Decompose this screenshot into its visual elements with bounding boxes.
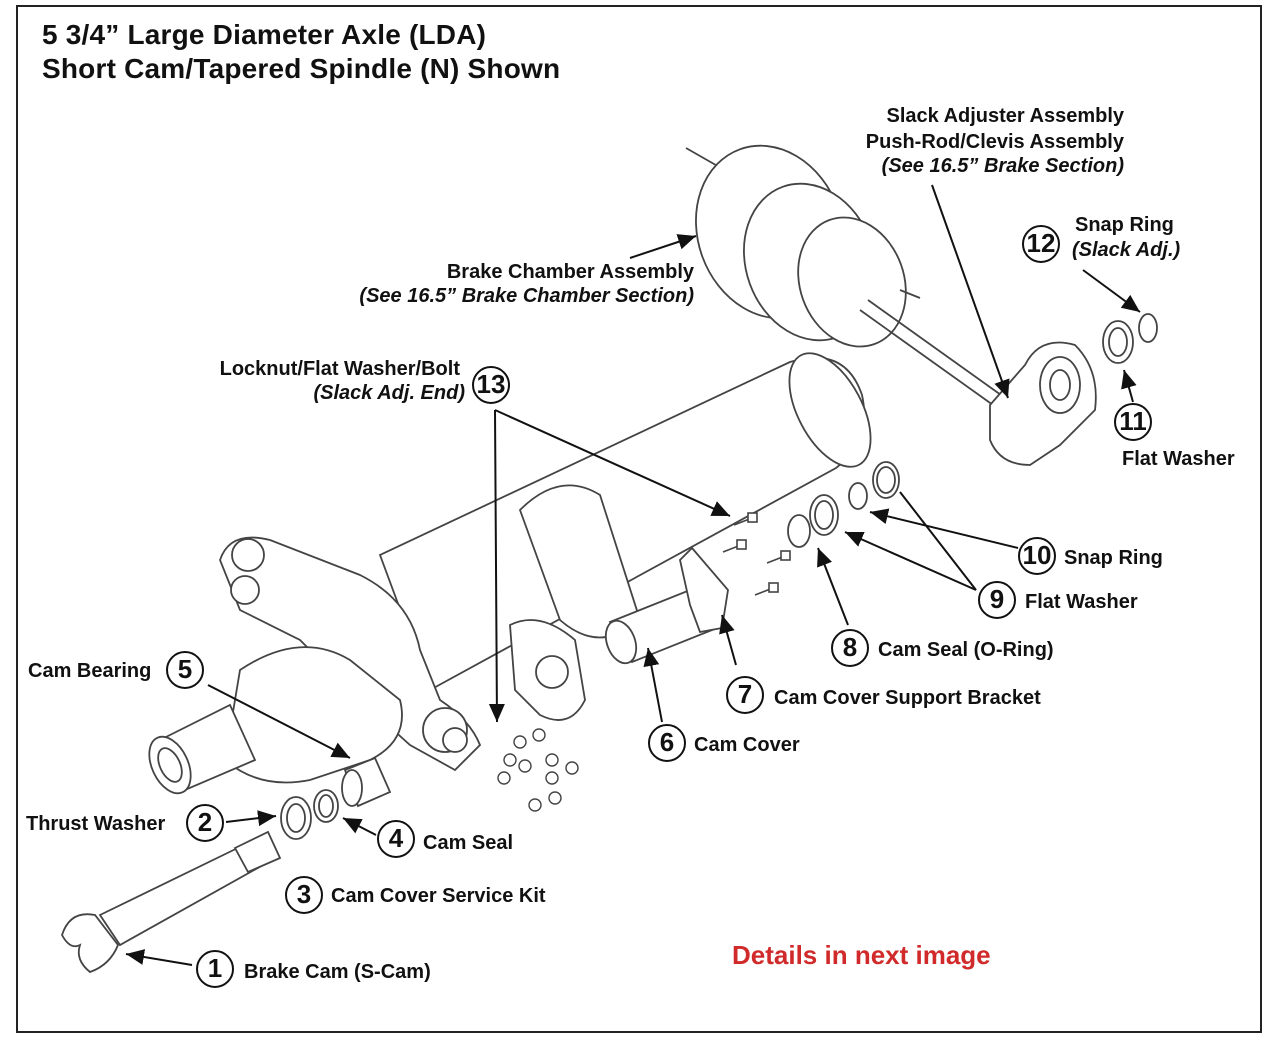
- callout-number-12: 12: [1022, 225, 1060, 263]
- brake-cam-label: Brake Cam (S-Cam): [244, 961, 431, 983]
- snap-ring-10-label: Snap Ring: [1064, 547, 1163, 569]
- leader-9-b: [899, 491, 977, 591]
- callout-number-9: 9: [978, 581, 1016, 619]
- callout-number-7: 7: [726, 676, 764, 714]
- thrust-washer-label: Thrust Washer: [26, 813, 166, 835]
- leader-8: [817, 547, 849, 626]
- cam-cover-bracket-label: Cam Cover Support Bracket: [774, 687, 1041, 709]
- leader-6: [643, 647, 663, 723]
- snap-ring-slack-note: (Slack Adj.): [1072, 239, 1181, 261]
- title-line-2: Short Cam/Tapered Spindle (N) Shown: [42, 53, 561, 84]
- details-note: Details in next image: [732, 940, 991, 970]
- callout-number-3: 3: [285, 876, 323, 914]
- cam-seal-label: Cam Seal: [423, 832, 514, 854]
- callout-number-1: 1: [196, 950, 234, 988]
- callout-number-11: 11: [1114, 403, 1152, 441]
- leader-brake-chamber: [629, 234, 697, 259]
- leader-13-b: [488, 409, 505, 723]
- callout-number-8: 8: [831, 629, 869, 667]
- leader-9-a: [844, 531, 977, 591]
- leader-13-a: [494, 409, 731, 517]
- locknut-note: (Slack Adj. End): [313, 382, 465, 404]
- spindle: [148, 646, 403, 795]
- slack-adjuster: [989, 341, 1097, 466]
- leader-5: [207, 684, 351, 759]
- brake-chamber-label: Brake Chamber Assembly: [446, 261, 694, 283]
- leader-10: [869, 508, 1019, 549]
- leader-7: [719, 614, 737, 666]
- locknut-label: Locknut/Flat Washer/Bolt: [219, 358, 460, 380]
- cam-seal-oring-label: Cam Seal (O-Ring): [878, 639, 1054, 661]
- leader-2: [225, 810, 277, 827]
- washers-right: [787, 313, 1158, 548]
- leader-slack-adjuster: [931, 184, 1010, 399]
- cam-cover-label: Cam Cover: [694, 734, 800, 756]
- s-cam: [61, 830, 282, 974]
- callout-number-13: 13: [472, 366, 510, 404]
- cam-cover-parts: [604, 546, 729, 665]
- cam-bearing-parts: [280, 756, 392, 840]
- callout-number-6: 6: [648, 724, 686, 762]
- flat-washer-11-label: Flat Washer: [1122, 448, 1235, 470]
- leader-4: [342, 817, 377, 836]
- diagram-frame: [16, 5, 1262, 1033]
- brake-chamber: [685, 144, 1009, 411]
- slack-adjuster-note: (See 16.5” Brake Section): [881, 155, 1124, 177]
- spider-casting: [219, 536, 586, 772]
- title-line-1: 5 3/4” Large Diameter Axle (LDA): [42, 19, 487, 50]
- leader-flat-washer-11: [1121, 369, 1137, 403]
- pushrod-clevis-label: Push-Rod/Clevis Assembly: [865, 131, 1124, 153]
- callout-number-5: 5: [166, 651, 204, 689]
- flat-washer-9-label: Flat Washer: [1025, 591, 1138, 613]
- slack-adjuster-label: Slack Adjuster Assembly: [886, 105, 1124, 127]
- snap-ring-slack-label: Snap Ring: [1075, 214, 1174, 236]
- callout-number-4: 4: [377, 820, 415, 858]
- cam-bearing-label: Cam Bearing: [28, 660, 152, 682]
- brake-chamber-note: (See 16.5” Brake Chamber Section): [359, 285, 694, 307]
- cam-cover-kit-label: Cam Cover Service Kit: [331, 885, 546, 907]
- bolts: [722, 512, 791, 596]
- callout-number-10: 10: [1018, 537, 1056, 575]
- axle-tube: [378, 352, 872, 692]
- nuts: [497, 728, 579, 812]
- leader-snap-ring-12: [1082, 269, 1141, 313]
- callout-number-2: 2: [186, 804, 224, 842]
- leader-1: [125, 949, 193, 966]
